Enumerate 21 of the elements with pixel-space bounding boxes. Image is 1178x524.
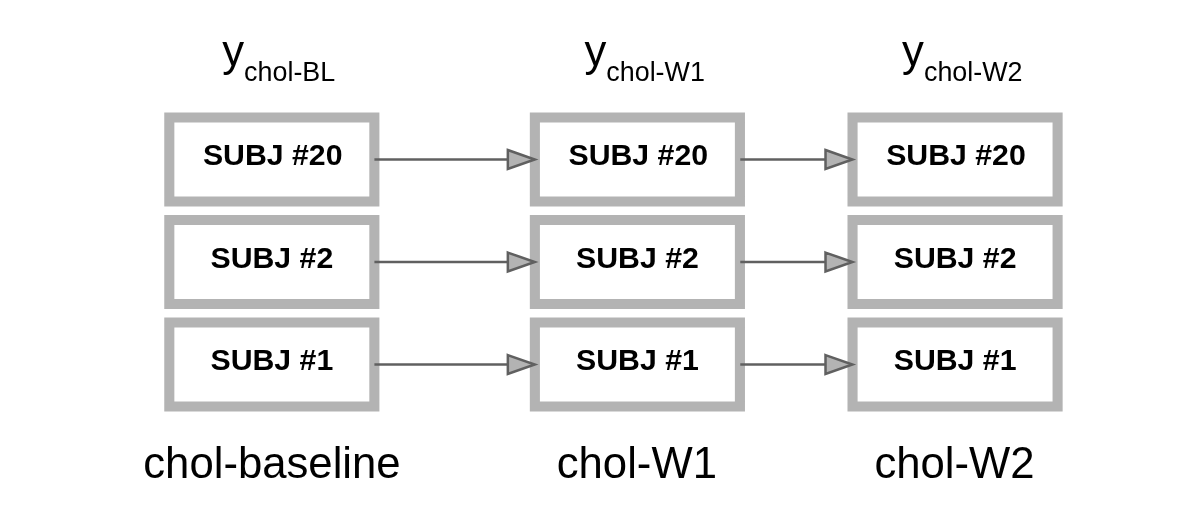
label: y$_{chol-W2}$: [901, 25, 1023, 87]
node-box: SUBJ #2: [847, 214, 1063, 310]
node-box: SUBJ #1: [847, 317, 1063, 412]
arrow: [739, 148, 856, 171]
label: y$_{chol-W1}$: [583, 25, 705, 87]
node-box: SUBJ #20: [163, 112, 379, 207]
arrow: [373, 148, 539, 171]
label: chol-baseline: [142, 437, 401, 487]
node-box: SUBJ #20: [529, 112, 745, 207]
label: chol-W1: [556, 437, 717, 487]
arrow: [739, 250, 856, 274]
label: chol-W2: [873, 437, 1035, 487]
node-box: SUBJ #20: [847, 112, 1063, 207]
arrow: [373, 250, 539, 274]
node-box: SUBJ #2: [529, 214, 745, 310]
label: y$_{chol-BL}$: [221, 25, 335, 87]
node-box: SUBJ #2: [163, 214, 379, 310]
node-box: SUBJ #1: [163, 317, 379, 412]
node-box: SUBJ #1: [529, 317, 745, 412]
arrow: [739, 353, 856, 376]
arrow: [373, 353, 539, 376]
